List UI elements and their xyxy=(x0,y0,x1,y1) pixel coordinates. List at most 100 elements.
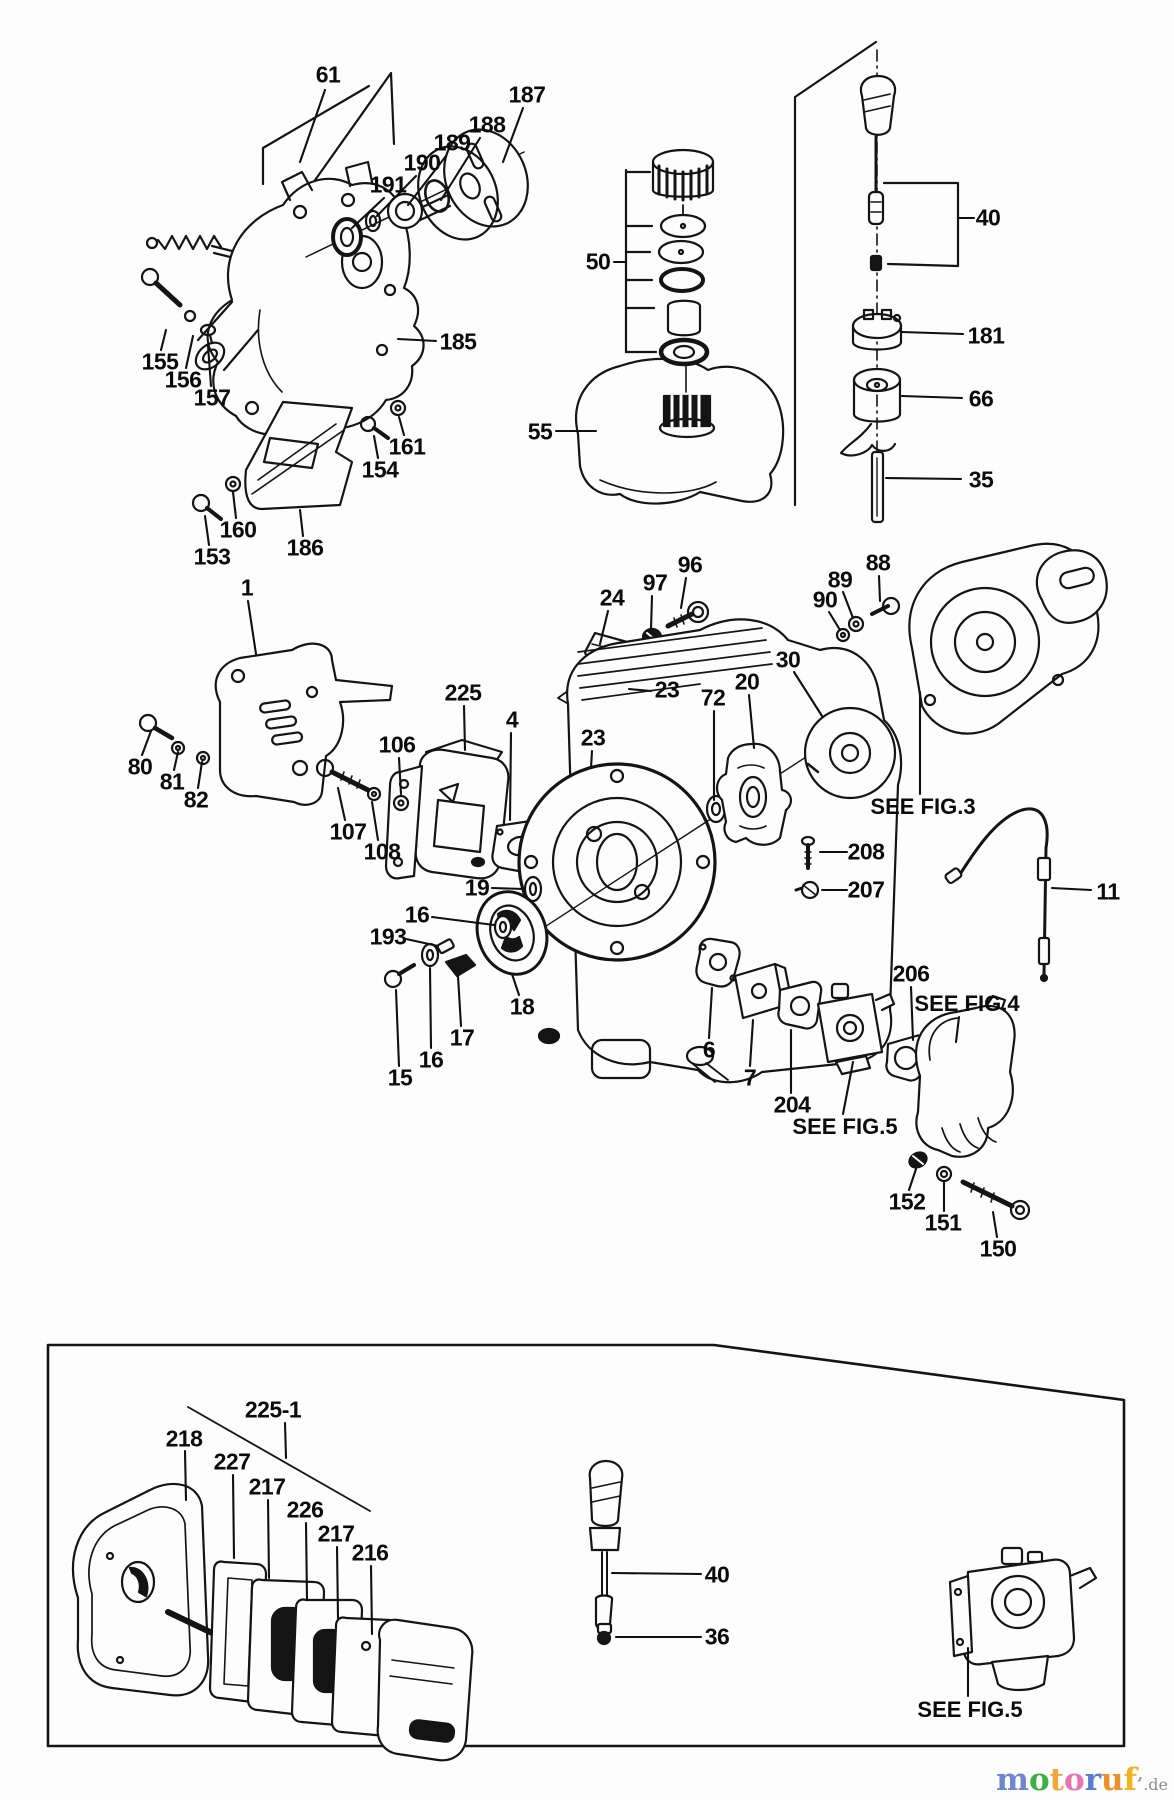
part-label-35: 35 xyxy=(968,466,994,493)
leader-217b xyxy=(335,1545,340,1620)
part-label-40a: 40 xyxy=(975,204,1001,231)
part-label-18: 18 xyxy=(509,993,535,1020)
leader-97 xyxy=(649,594,654,631)
part-label-106: 106 xyxy=(378,731,416,758)
part-label-90: 90 xyxy=(812,586,838,613)
leader-80 xyxy=(140,729,153,757)
part-label-157: 157 xyxy=(193,384,231,411)
pawl-17 xyxy=(444,953,477,978)
part-label-206: 206 xyxy=(892,960,930,987)
leader-11 xyxy=(1050,886,1093,892)
leader-108 xyxy=(370,800,380,842)
bracket-1 xyxy=(214,642,394,806)
leader-153 xyxy=(203,514,211,547)
leader-160 xyxy=(231,490,238,520)
part-label-72: 72 xyxy=(700,684,726,711)
ignition-group xyxy=(793,40,960,513)
leader-216 xyxy=(369,1564,374,1636)
part-label-96: 96 xyxy=(677,551,703,578)
inset-grommet-36 xyxy=(596,1630,612,1646)
part-label-108: 108 xyxy=(363,838,401,865)
part-label-188: 188 xyxy=(468,111,506,138)
leader-206 xyxy=(909,985,915,1042)
part-label-11: 11 xyxy=(1096,878,1120,905)
fuel-cap-parts-50 xyxy=(624,148,715,367)
leader-2251 xyxy=(283,1421,288,1460)
recoil-starter-fig3 xyxy=(908,542,1108,735)
leader-fig4 xyxy=(954,1015,961,1044)
part-label-225: 225 xyxy=(444,679,482,706)
washer-90 xyxy=(835,627,851,643)
leader-61 xyxy=(298,88,327,164)
leader-189 xyxy=(406,154,448,207)
part-label-189: 189 xyxy=(433,129,471,156)
part-label-190: 190 xyxy=(403,149,441,176)
washer-157 xyxy=(199,323,217,345)
gasket-6 xyxy=(695,937,741,988)
bolt-15 xyxy=(383,963,416,989)
leader-218 xyxy=(183,1449,188,1502)
rod-35 xyxy=(870,450,885,524)
part-label-160: 160 xyxy=(219,516,257,543)
nut-161 xyxy=(389,399,407,417)
part-label-19: 19 xyxy=(464,874,490,901)
leader-191 xyxy=(350,196,386,230)
leader-6 xyxy=(707,986,714,1040)
leader-66 xyxy=(900,394,964,400)
part-label-17: 17 xyxy=(449,1024,475,1051)
leader-30 xyxy=(792,670,824,718)
pin-193 xyxy=(436,938,455,955)
part-label-186: 186 xyxy=(286,534,324,561)
leader-82 xyxy=(196,760,204,790)
part-label-150: 150 xyxy=(979,1235,1017,1262)
fuel-tank-55 xyxy=(575,357,785,505)
throttle-cable-11 xyxy=(944,807,1052,983)
part-label-153: 153 xyxy=(193,543,231,570)
leader-161 xyxy=(397,415,406,437)
leader-4 xyxy=(508,731,513,822)
gasket-204 xyxy=(777,980,823,1030)
bolt-80 xyxy=(138,713,175,741)
inset-spark-plug xyxy=(588,1459,624,1646)
leader-90 xyxy=(827,610,842,632)
leader-23b xyxy=(589,749,594,770)
leader-24 xyxy=(598,609,610,646)
part-label-16a: 16 xyxy=(404,901,430,928)
part-label-2251: 225-1 xyxy=(244,1396,302,1423)
part-label-82: 82 xyxy=(183,786,209,813)
leader-fig5a xyxy=(841,1060,855,1116)
part-label-23b: 23 xyxy=(580,724,606,751)
leader-217a xyxy=(266,1498,271,1580)
air-cleaner-fig4 xyxy=(914,994,1016,1158)
screw-208 xyxy=(800,835,816,870)
snap-ring-188 xyxy=(424,179,450,213)
watermark-letter: o xyxy=(1028,1762,1050,1798)
part-label-24: 24 xyxy=(599,584,625,611)
leader-16a xyxy=(430,915,496,927)
part-label-80: 80 xyxy=(127,753,153,780)
leader-181 xyxy=(900,330,965,336)
leader-152 xyxy=(907,1167,918,1192)
part-label-6: 6 xyxy=(702,1036,716,1063)
leader-227 xyxy=(231,1473,236,1560)
fan-20 xyxy=(716,742,792,846)
part-label-97: 97 xyxy=(642,569,668,596)
bolt-150 xyxy=(960,1179,1031,1221)
part-label-154: 154 xyxy=(361,456,399,483)
part-label-1: 1 xyxy=(240,574,254,601)
leader-40b xyxy=(610,1571,703,1576)
washer-151 xyxy=(935,1165,953,1183)
leader-155 xyxy=(159,328,168,352)
part-label-23a: 23 xyxy=(654,676,680,703)
nut-106 xyxy=(392,794,410,812)
part-label-227: 227 xyxy=(213,1448,251,1475)
leader-193 xyxy=(404,937,440,948)
motoruf-watermark: motoruf’.de xyxy=(996,1765,1168,1796)
muffler-225 xyxy=(384,738,510,880)
part-label-204: 204 xyxy=(773,1091,811,1118)
leader-106 xyxy=(397,756,403,796)
leader-225 xyxy=(462,704,467,752)
spark-plug-cap xyxy=(859,74,897,136)
screw-154 xyxy=(359,415,390,440)
